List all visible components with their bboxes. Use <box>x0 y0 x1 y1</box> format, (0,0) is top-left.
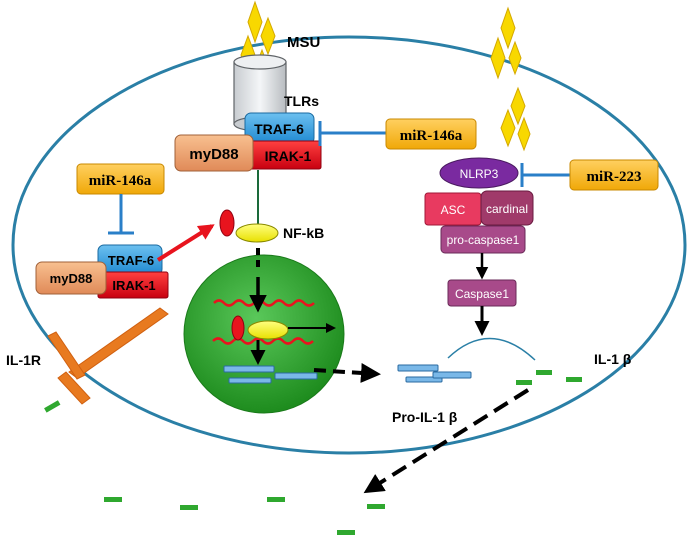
cardinal-box: cardinal <box>480 190 534 226</box>
nuclear-ikb-red <box>231 315 245 341</box>
cleavage-arc <box>447 337 536 361</box>
mir146a-box-top: miR-146a <box>385 118 477 150</box>
il1r-label: IL-1R <box>6 352 41 368</box>
traf6-box-left: TRAF-6 <box>97 244 163 276</box>
mir146a-top-label: miR-146a <box>400 128 463 144</box>
mir146a-left-label: miR-146a <box>89 173 152 189</box>
procaspase1-label: pro-caspase1 <box>447 233 520 247</box>
myd88-top-label: myD88 <box>189 146 238 163</box>
pro-il1b-transcripts <box>397 364 472 383</box>
secretion-arrow <box>363 388 530 494</box>
mir223-box: miR-223 <box>569 159 659 191</box>
caspase1-box: Caspase1 <box>447 279 517 307</box>
traf6-left-label: TRAF-6 <box>108 253 154 268</box>
il1b-cytokines-outside <box>44 400 385 535</box>
myd88-box-left: myD88 <box>35 261 107 295</box>
procaspase1-box: pro-caspase1 <box>440 225 526 254</box>
msu-crystals-right <box>490 6 531 152</box>
nlrp3-box: NLRP3 <box>439 157 519 189</box>
ikb-red-ellipse <box>219 209 235 237</box>
il1b-cytokines-inside <box>516 370 582 385</box>
export-arrow <box>313 363 381 383</box>
traf6-top-label: TRAF-6 <box>254 121 304 137</box>
activation-arrow-red <box>156 224 215 262</box>
inhibition-line-mir223 <box>520 163 570 187</box>
mir223-label: miR-223 <box>587 169 642 185</box>
irak1-box-top: IRAK-1 <box>249 140 322 170</box>
inhibition-line-mir146a-top <box>318 121 386 146</box>
cardinal-label: cardinal <box>486 202 528 216</box>
myd88-left-label: myD88 <box>50 271 93 286</box>
caspase1-label: Caspase1 <box>455 287 509 301</box>
nuclear-transcripts <box>223 365 318 384</box>
il1r-receptor <box>47 307 169 405</box>
irak1-box-left: IRAK-1 <box>97 271 169 299</box>
nfkb-label: NF-kB <box>283 225 324 241</box>
pro-il1b-label: Pro-IL-1 β <box>392 409 458 425</box>
mir146a-box-left: miR-146a <box>76 163 165 195</box>
msu-label: MSU <box>287 34 320 51</box>
nlrp3-label: NLRP3 <box>460 167 499 181</box>
il1b-label: IL-1 β <box>594 351 632 367</box>
nuclear-nfkb-ellipse <box>247 320 289 340</box>
nfkb-ellipse <box>235 223 279 243</box>
irak1-top-label: IRAK-1 <box>265 148 312 164</box>
myd88-box-top: myD88 <box>174 134 254 172</box>
asc-label: ASC <box>441 203 466 217</box>
inhibition-line-mir146a-left <box>108 194 134 235</box>
tlrs-label: TLRs <box>284 93 319 109</box>
cell-membrane <box>11 35 687 455</box>
traf6-box-top: TRAF-6 <box>244 112 315 145</box>
irak1-left-label: IRAK-1 <box>112 278 155 293</box>
asc-box: ASC <box>424 192 482 226</box>
